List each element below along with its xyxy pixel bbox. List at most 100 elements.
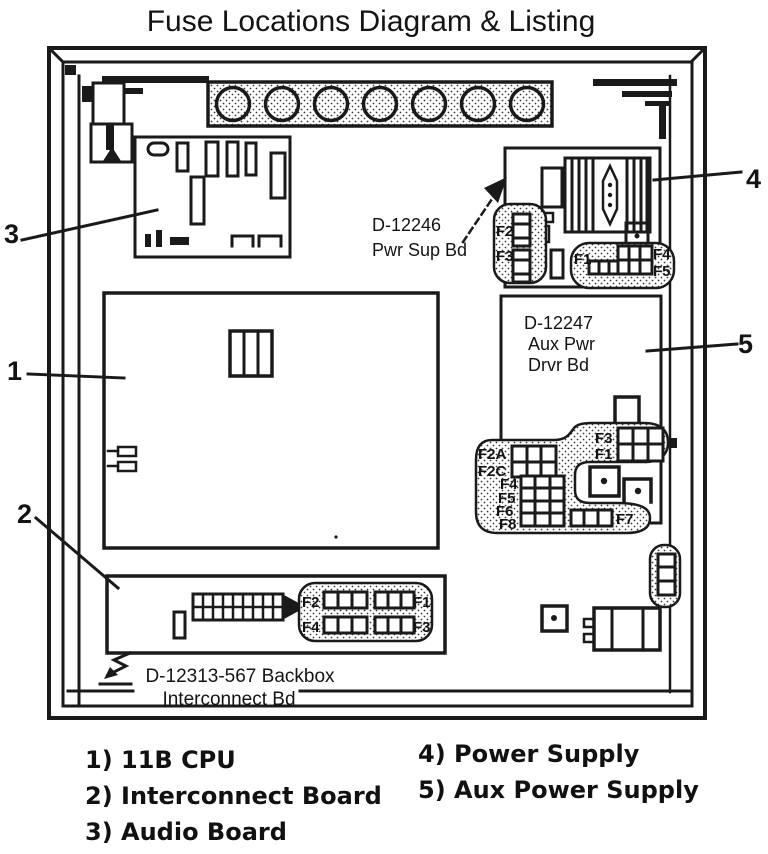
audio-component: [269, 151, 287, 200]
power-supply-board: [492, 146, 676, 290]
fuse: [587, 259, 621, 276]
audio-component: [170, 237, 189, 245]
fuse-label-aux-f6: F6: [496, 503, 514, 520]
transformer-block: [82, 86, 93, 102]
backbox-inner-wall: [61, 60, 694, 708]
fuse-label-ic-f4: F4: [302, 619, 320, 636]
fuse-label-aux-f7: F7: [616, 511, 634, 528]
aux-power-board: [474, 294, 677, 535]
fuse-label-aux-f1: F1: [595, 446, 613, 463]
callout-line-2: [33, 515, 121, 591]
component-dot: [600, 477, 608, 485]
audio-connector: [230, 234, 283, 248]
vent-hole: [263, 85, 301, 123]
component-dot: [634, 233, 640, 239]
slot-dot: [607, 192, 613, 198]
fuse-caps: [582, 508, 600, 528]
legend-item-cpu: 1) 11B CPU: [85, 746, 236, 774]
transformer-mound: [103, 147, 121, 161]
fuse-caps: [511, 222, 532, 240]
diagram-text: 1 2 3 4 5 D-12246 Pwr Sup Bd D-12247 Aux…: [4, 164, 761, 710]
fuse: [656, 552, 677, 597]
psu-component: [540, 166, 564, 209]
fuse: [373, 615, 416, 635]
interconnect-board: [105, 574, 447, 655]
aux-relay: [588, 465, 621, 498]
interconnect-fuse-blob: [297, 581, 434, 643]
fuse-label-aux-f2c: F2C: [478, 463, 507, 480]
transformer-core: [106, 124, 114, 150]
transformer-body: [91, 81, 126, 126]
psu-fuse-blob-left: [492, 202, 548, 285]
fuse-caps: [386, 615, 403, 635]
callout-3: 3: [4, 219, 19, 249]
audio-component: [175, 141, 190, 173]
fuse-caps: [597, 259, 611, 276]
interconnect-board-name-line1: D-12313-567 Backbox: [145, 666, 335, 687]
psu-leader-dashed: [461, 194, 496, 244]
corner-hatch-marks: [65, 65, 677, 139]
backbox-outline: [46, 45, 708, 720]
callout-line-5: [645, 342, 739, 353]
legend: 1) 11B CPU 2) Interconnect Board 3) Audi…: [0, 738, 768, 854]
audio-component: [204, 140, 220, 178]
cpu-board: [102, 291, 440, 550]
aux-board-name-line2: Aux Pwr: [528, 334, 595, 354]
fuse-label-aux-f4: F4: [500, 476, 518, 493]
psu-leader-arrowhead: [484, 177, 507, 203]
vent-hole: [459, 85, 497, 123]
fuse-label-aux-f8: F8: [499, 516, 517, 533]
fuse-grid-lines: [510, 444, 558, 479]
capacitor-tab: [582, 632, 596, 644]
callout-4: 4: [746, 164, 761, 194]
audio-component: [225, 140, 240, 178]
fuse-label-ic-f3: F3: [413, 619, 431, 636]
audio-component: [244, 141, 258, 177]
audio-board: [133, 135, 292, 259]
audio-component: [189, 175, 206, 226]
fuse-label-ic-f2: F2: [302, 594, 320, 611]
fuse: [569, 508, 614, 528]
psu-heatsink-fins: [570, 158, 649, 232]
fuse-caps: [511, 258, 532, 276]
psu-component: [549, 248, 565, 280]
legend-item-aux-power-supply: 5) Aux Power Supply: [418, 776, 699, 804]
aux-board-name-line1: D-12247: [524, 313, 593, 333]
top-left-miter: [46, 45, 66, 65]
hatch-bar: [645, 101, 669, 106]
component-dot: [551, 615, 557, 621]
capacitor-tab: [582, 617, 596, 629]
fuse: [373, 590, 416, 610]
top-right-miter: [688, 45, 708, 65]
aux-relay-open: [622, 477, 653, 504]
fuse-label-aux-f3: F3: [595, 430, 613, 447]
hatch-bar: [659, 101, 666, 139]
blob-nub: [668, 438, 677, 448]
fuse-label-psu-f3: F3: [496, 248, 514, 265]
audio-component: [156, 230, 162, 247]
fuse-label-psu-f5: F5: [653, 263, 671, 280]
board-dot: [334, 535, 338, 539]
bottom-right-components: [540, 543, 682, 652]
legend-item-power-supply: 4) Power Supply: [418, 740, 640, 768]
fuse-label-aux-f5: F5: [498, 490, 516, 507]
fuse-label-psu-f4: F4: [653, 246, 671, 263]
vent-hole: [214, 85, 252, 123]
hatch-corner-block: [65, 65, 76, 75]
legend-item-audio: 3) Audio Board: [85, 818, 287, 846]
vent-hole: [312, 85, 350, 123]
pointer-arrow: [284, 595, 306, 619]
slot-dot: [607, 202, 613, 208]
page-title: Fuse Locations Diagram & Listing: [146, 5, 596, 38]
interconnect-header-pins: [191, 592, 285, 622]
hatch-bar: [593, 79, 677, 86]
psu-board-name-line2: Pwr Sup Bd: [372, 240, 467, 260]
transformer: [82, 81, 143, 164]
fuse-label-ic-f1: F1: [413, 594, 431, 611]
relay: [540, 604, 569, 633]
audio-component: [145, 234, 151, 247]
slot-dot: [607, 182, 613, 188]
interconnect-hook: [107, 651, 132, 677]
